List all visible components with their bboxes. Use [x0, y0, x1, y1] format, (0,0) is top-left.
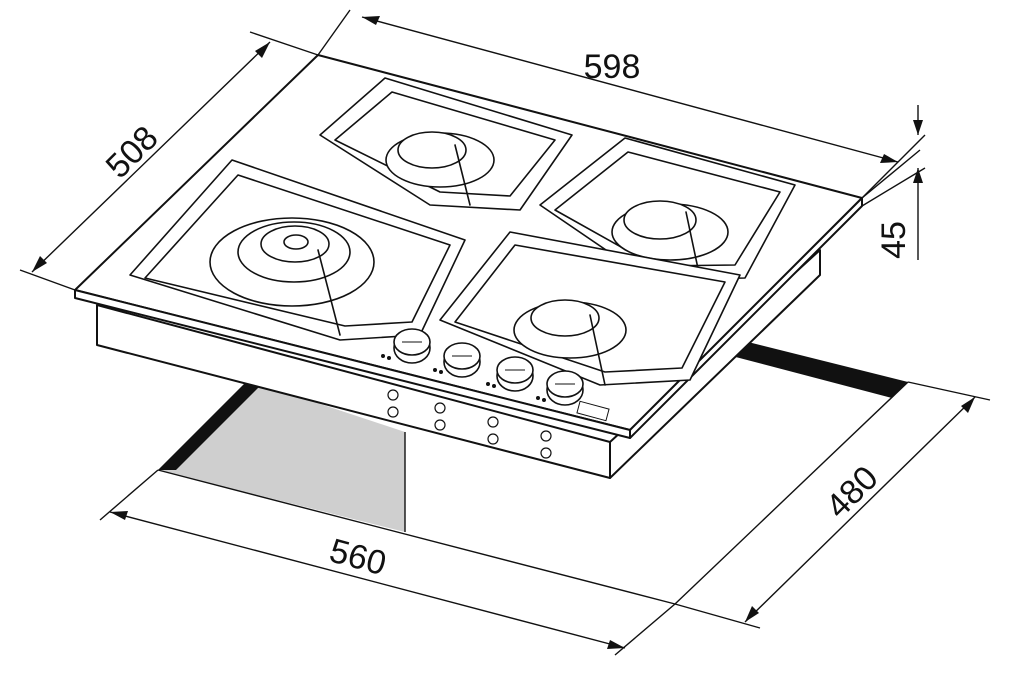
dim-label-height: 45 — [875, 221, 913, 259]
dim-label-depth: 508 — [99, 119, 166, 186]
knob-3 — [496, 356, 534, 392]
cutout-opening — [157, 338, 909, 605]
cutout-edge-right — [728, 338, 908, 398]
burner-front-left-wok — [129, 159, 466, 341]
dimension-45: 45 — [861, 105, 926, 260]
knob-2 — [443, 342, 481, 378]
knob-spindles — [387, 389, 552, 459]
knob-4 — [546, 370, 584, 406]
dim-label-width: 598 — [584, 48, 641, 86]
knob-1 — [393, 328, 431, 364]
burner-back-right — [539, 137, 796, 281]
dim-label-cutout-width: 560 — [326, 532, 391, 583]
knob-symbols — [381, 354, 546, 402]
brand-logo — [576, 400, 610, 422]
burner-back-left — [319, 77, 573, 211]
cutout-edge-left — [158, 380, 262, 470]
dimension-598: 598 — [317, 9, 921, 199]
burner-front-right — [439, 231, 741, 386]
control-knobs — [381, 328, 610, 459]
dim-label-cutout-depth: 480 — [819, 459, 886, 526]
dimension-480: 480 — [674, 381, 991, 629]
